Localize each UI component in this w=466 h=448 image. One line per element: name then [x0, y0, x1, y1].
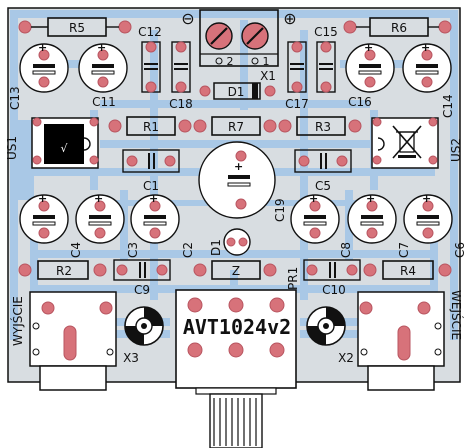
capacitor-c14: + C14 [402, 41, 455, 118]
r3-label: R3 [315, 120, 331, 134]
resistor-r3: R3 [278, 116, 362, 136]
diode-d1: D1 [199, 82, 276, 100]
c16-label: C16 [348, 95, 372, 109]
c8-label: C8 [339, 242, 353, 258]
c6-label: C6 [453, 242, 466, 258]
minus-icon: ⊖ [181, 9, 194, 28]
jack-socket-icon [124, 306, 164, 346]
svg-text:+: + [149, 192, 158, 205]
capacitor-c3: + C3 [75, 192, 140, 258]
plus-icon: ⊕ [283, 9, 296, 28]
c3-label: C3 [126, 242, 140, 258]
c12-label: C12 [138, 25, 162, 39]
capacitor-c18: C18 [169, 41, 193, 111]
svg-text:+: + [38, 41, 47, 54]
c2-label: C2 [181, 242, 195, 258]
capacitor-c5: C5 [294, 149, 352, 193]
capacitor-c7: + C7 [347, 192, 411, 258]
c9-label: C9 [134, 283, 150, 297]
svg-text:+: + [366, 192, 375, 205]
capacitor-c11: + C11 [78, 41, 128, 109]
r2-label: R2 [56, 264, 72, 278]
r7-label: R7 [228, 120, 244, 134]
x1-pin2: 2 [227, 55, 234, 68]
jack-x2: WEJŚCIE [357, 290, 464, 391]
capacitor-c8: + C8 [290, 192, 353, 258]
r6-label: R6 [391, 21, 407, 35]
capacitor-c19: + C19 [198, 141, 287, 222]
board-title: AVT1024v2 [183, 315, 291, 339]
led-d1: D1 [209, 228, 251, 256]
svg-text:+: + [309, 192, 318, 205]
c5-label: C5 [315, 179, 331, 193]
c19-label: C19 [273, 198, 287, 222]
x1-pin1: 1 [263, 55, 270, 68]
ic-us1: √ US1 [5, 117, 99, 169]
resistor-r1: R1 [108, 116, 192, 136]
c15-label: C15 [314, 25, 338, 39]
svg-text:+: + [38, 192, 47, 205]
c11-label: C11 [92, 95, 116, 109]
r5-label: R5 [69, 21, 85, 35]
r1-label: R1 [143, 120, 159, 134]
r4-label: R4 [400, 264, 416, 278]
led-label: D1 [209, 239, 223, 256]
resistor-z: Z [193, 260, 277, 280]
crossed-bin-icon [392, 125, 422, 159]
resistor-r4: R4 [363, 260, 452, 280]
svg-text:+: + [364, 41, 373, 54]
svg-text:+: + [422, 192, 431, 205]
c4-label: C4 [69, 242, 83, 258]
ic-us2: US2 [371, 117, 463, 169]
potentiometer-pr1 [175, 289, 297, 448]
c17-label: C17 [285, 97, 309, 111]
c18-label: C18 [169, 97, 193, 111]
svg-text:+: + [234, 160, 243, 173]
capacitor-c2: + C2 [130, 192, 195, 258]
jack-right-label: WEJŚCIE [449, 290, 464, 340]
svg-text:+: + [94, 192, 103, 205]
capacitor-c15: C15 [314, 25, 338, 93]
capacitor-c10: C10 [303, 259, 361, 297]
capacitor-c16: + C16 [345, 41, 395, 109]
capacitor-c12: C12 [138, 25, 162, 93]
resistor-r6: R6 [343, 17, 452, 37]
capacitor-c9: C9 [113, 259, 171, 297]
capacitor-c4: + C4 [19, 192, 83, 258]
capacitor-c6: + C6 [403, 192, 466, 258]
capacitor-c17: C17 [285, 41, 309, 111]
x2-label: X2 [338, 351, 354, 365]
terminal-block-x1: 2 1 ⊖ ⊕ X1 [181, 9, 296, 83]
c10-label: C10 [322, 283, 346, 297]
capacitor-c13: + C13 [8, 41, 69, 110]
svg-text:+: + [97, 41, 106, 54]
diode-label: D1 [228, 85, 245, 99]
x1-label: X1 [260, 69, 276, 83]
resistor-r5: R5 [18, 17, 132, 37]
us1-label: US1 [5, 136, 19, 160]
pr1-label: PR1 [286, 267, 300, 290]
c13-label: C13 [8, 86, 22, 110]
jack-socket-icon-2 [306, 306, 346, 346]
z-label: Z [232, 264, 240, 278]
capacitor-c1: C1 [122, 149, 180, 193]
c7-label: C7 [397, 242, 411, 258]
x3-label: X3 [123, 351, 139, 365]
sqrt-icon: √ [60, 142, 68, 155]
svg-text:+: + [421, 41, 430, 54]
us2-label: US2 [449, 138, 463, 162]
resistor-r2: R2 [18, 260, 107, 280]
c1-label: C1 [143, 179, 159, 193]
resistor-r7: R7 [193, 116, 277, 136]
jack-left-label: WYJŚCIE [10, 296, 25, 346]
jack-x3: WYJŚCIE [10, 291, 117, 391]
c14-label: C14 [441, 94, 455, 118]
